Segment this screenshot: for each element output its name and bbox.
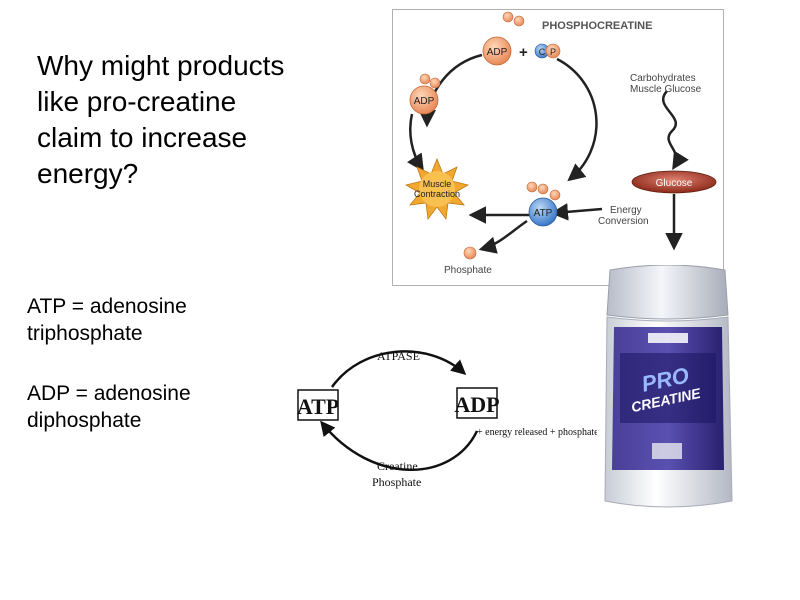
muscle-contraction-starburst: Muscle Contraction — [404, 157, 470, 221]
atp-molecule: ATP — [526, 181, 561, 227]
jar-lid — [606, 265, 729, 320]
atp-definition-line2: triphosphate — [27, 322, 143, 345]
top-arc-arrow — [330, 350, 467, 388]
carbs-label-line2: Muscle Glucose — [630, 84, 702, 95]
adp-molecule-left: ADP — [409, 73, 441, 115]
glucose-molecule: Glucose — [631, 170, 717, 194]
atp-definition-line1: ATP = adenosine — [27, 295, 187, 318]
muscle-label-line1: Muscle — [423, 179, 452, 189]
glucose-label: Glucose — [656, 178, 693, 189]
phosphate-label: Phosphate — [444, 265, 492, 276]
phosphate-ball — [463, 246, 477, 260]
cycle-arrow — [407, 113, 424, 172]
atp-label: ATP — [534, 208, 553, 219]
adp-definition-line1: ADP = adenosine — [27, 382, 191, 405]
atp-box-label: ATP — [297, 394, 339, 419]
energy-label-line1: Energy — [610, 205, 642, 216]
carbs-label-line1: Carbohydrates — [630, 73, 696, 84]
jar-brand-panel — [620, 353, 716, 423]
pro-creatine-jar: PRO CREATINE — [604, 265, 733, 508]
phosphocreatine-title: PHOSPHOCREATINE — [542, 20, 652, 32]
cp-p-label: P — [550, 47, 556, 57]
cycle-arrow — [556, 57, 598, 182]
creatine-label-line2: Phosphate — [372, 475, 421, 489]
question-line: claim to increase — [37, 122, 248, 153]
question-line: Why might products — [37, 50, 285, 81]
energy-label-line2: Conversion — [598, 216, 649, 227]
plus-sign: + — [519, 44, 528, 61]
creatine-label-line1: Creatine — [377, 459, 418, 473]
atp-definition: ATP = adenosine triphosphate — [27, 293, 247, 347]
atpase-label: ATPASE — [377, 349, 420, 363]
question-line: energy? — [37, 158, 139, 189]
adp-top-label: ADP — [487, 47, 508, 58]
energy-arrow — [550, 203, 603, 221]
energy-release-label: + energy released + phosphate — [477, 427, 597, 438]
jar-top-badge — [648, 333, 688, 343]
bottom-arc-arrow — [320, 420, 479, 471]
adp-molecule-top: ADP — [482, 11, 525, 66]
adp-definition-line2: diphosphate — [27, 409, 142, 432]
phosphate-arrow — [478, 219, 528, 254]
question-line: like pro-creatine — [37, 86, 237, 117]
cp-c-label: C — [539, 47, 546, 57]
question-text: Why might products like pro-creatine cla… — [37, 48, 337, 192]
phosphocreatine-diagram: PHOSPHOCREATINE ADP + C P Carbohydrates … — [392, 9, 724, 286]
atp-box — [297, 389, 339, 421]
adp-box — [456, 387, 498, 419]
muscle-label-line2: Contraction — [414, 189, 460, 199]
adp-box-label: ADP — [454, 392, 499, 417]
jar-bottom-badge — [652, 443, 682, 459]
adp-left-label: ADP — [414, 96, 435, 107]
atpase-cycle-diagram: ATPASE ATP ADP + energy released + phosp… — [297, 349, 597, 489]
adp-definition: ADP = adenosine diphosphate — [27, 380, 247, 434]
creatine-phosphate-molecule: C P — [534, 43, 561, 59]
squiggle-arrow — [662, 90, 689, 170]
